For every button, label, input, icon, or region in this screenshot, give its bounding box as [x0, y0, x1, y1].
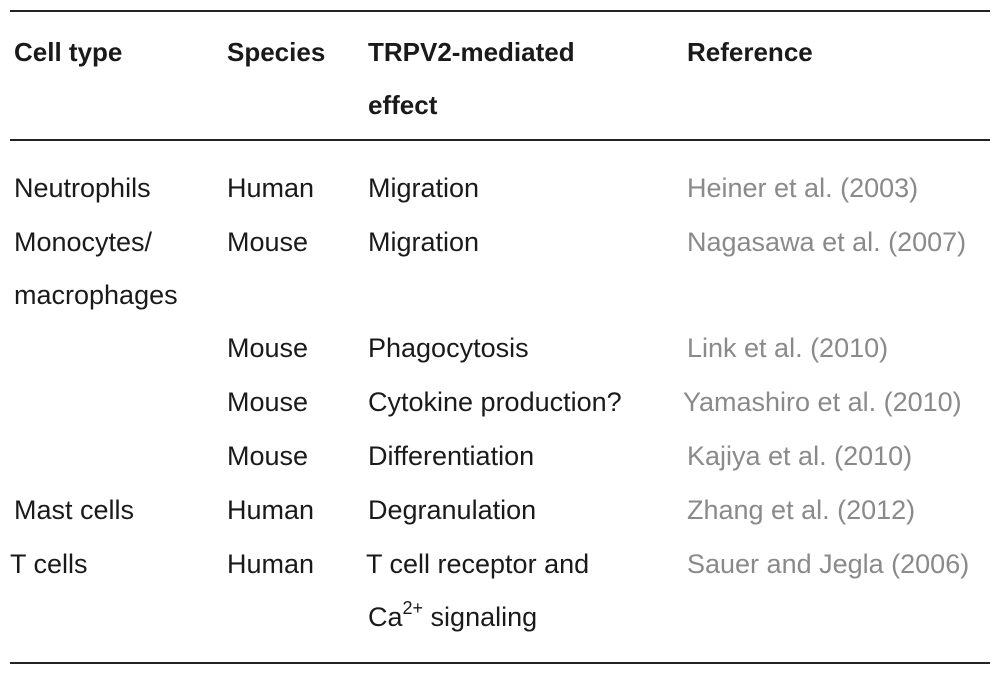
row-2-reference: Link et al. (2010): [687, 333, 889, 363]
row-6-species: Human: [227, 549, 315, 579]
row-6-reference: Sauer and Jegla (2006): [687, 549, 970, 579]
table-top-rule: [10, 10, 990, 12]
row-3-species: Mouse: [227, 387, 309, 417]
header-effect-line2: effect: [368, 90, 438, 120]
row-0-species: Human: [227, 173, 315, 203]
row-1-reference: Nagasawa et al. (2007): [687, 227, 967, 257]
row-6-cell-type: T cells: [10, 549, 88, 579]
row-1-cell-type-line1: Monocytes/: [14, 227, 153, 257]
row-2-species: Mouse: [227, 333, 309, 363]
header-effect-line1: TRPV2-mediated: [368, 37, 575, 67]
row-6-effect-signaling: signaling: [423, 602, 538, 632]
row-4-species: Mouse: [227, 441, 309, 471]
row-3-reference: Yamashiro et al. (2010): [683, 387, 962, 417]
row-4-reference: Kajiya et al. (2010): [687, 441, 913, 471]
row-5-reference: Zhang et al. (2012): [687, 495, 916, 525]
row-6-effect-line2: Ca2+ signaling: [368, 591, 537, 644]
header-cell-type: Cell type: [14, 37, 123, 67]
row-0-reference: Heiner et al. (2003): [687, 173, 919, 203]
row-2-effect: Phagocytosis: [368, 333, 529, 363]
table-bottom-rule: [10, 662, 990, 664]
row-5-cell-type: Mast cells: [14, 495, 135, 525]
row-3-effect: Cytokine production?: [368, 387, 622, 417]
row-1-species: Mouse: [227, 227, 309, 257]
row-4-effect: Differentiation: [368, 441, 535, 471]
header-species: Species: [227, 37, 326, 67]
row-1-effect: Migration: [368, 227, 480, 257]
row-6-effect-line1: T cell receptor and: [366, 549, 590, 579]
row-1-cell-type-line2: macrophages: [14, 280, 178, 310]
row-5-species: Human: [227, 495, 315, 525]
row-5-effect: Degranulation: [368, 495, 537, 525]
row-6-effect-ca: Ca: [368, 602, 403, 632]
row-0-effect: Migration: [368, 173, 480, 203]
row-6-effect-superscript: 2+: [402, 598, 424, 618]
header-reference: Reference: [687, 37, 813, 67]
row-0-cell-type: Neutrophils: [14, 173, 151, 203]
table-header-rule: [10, 139, 990, 141]
